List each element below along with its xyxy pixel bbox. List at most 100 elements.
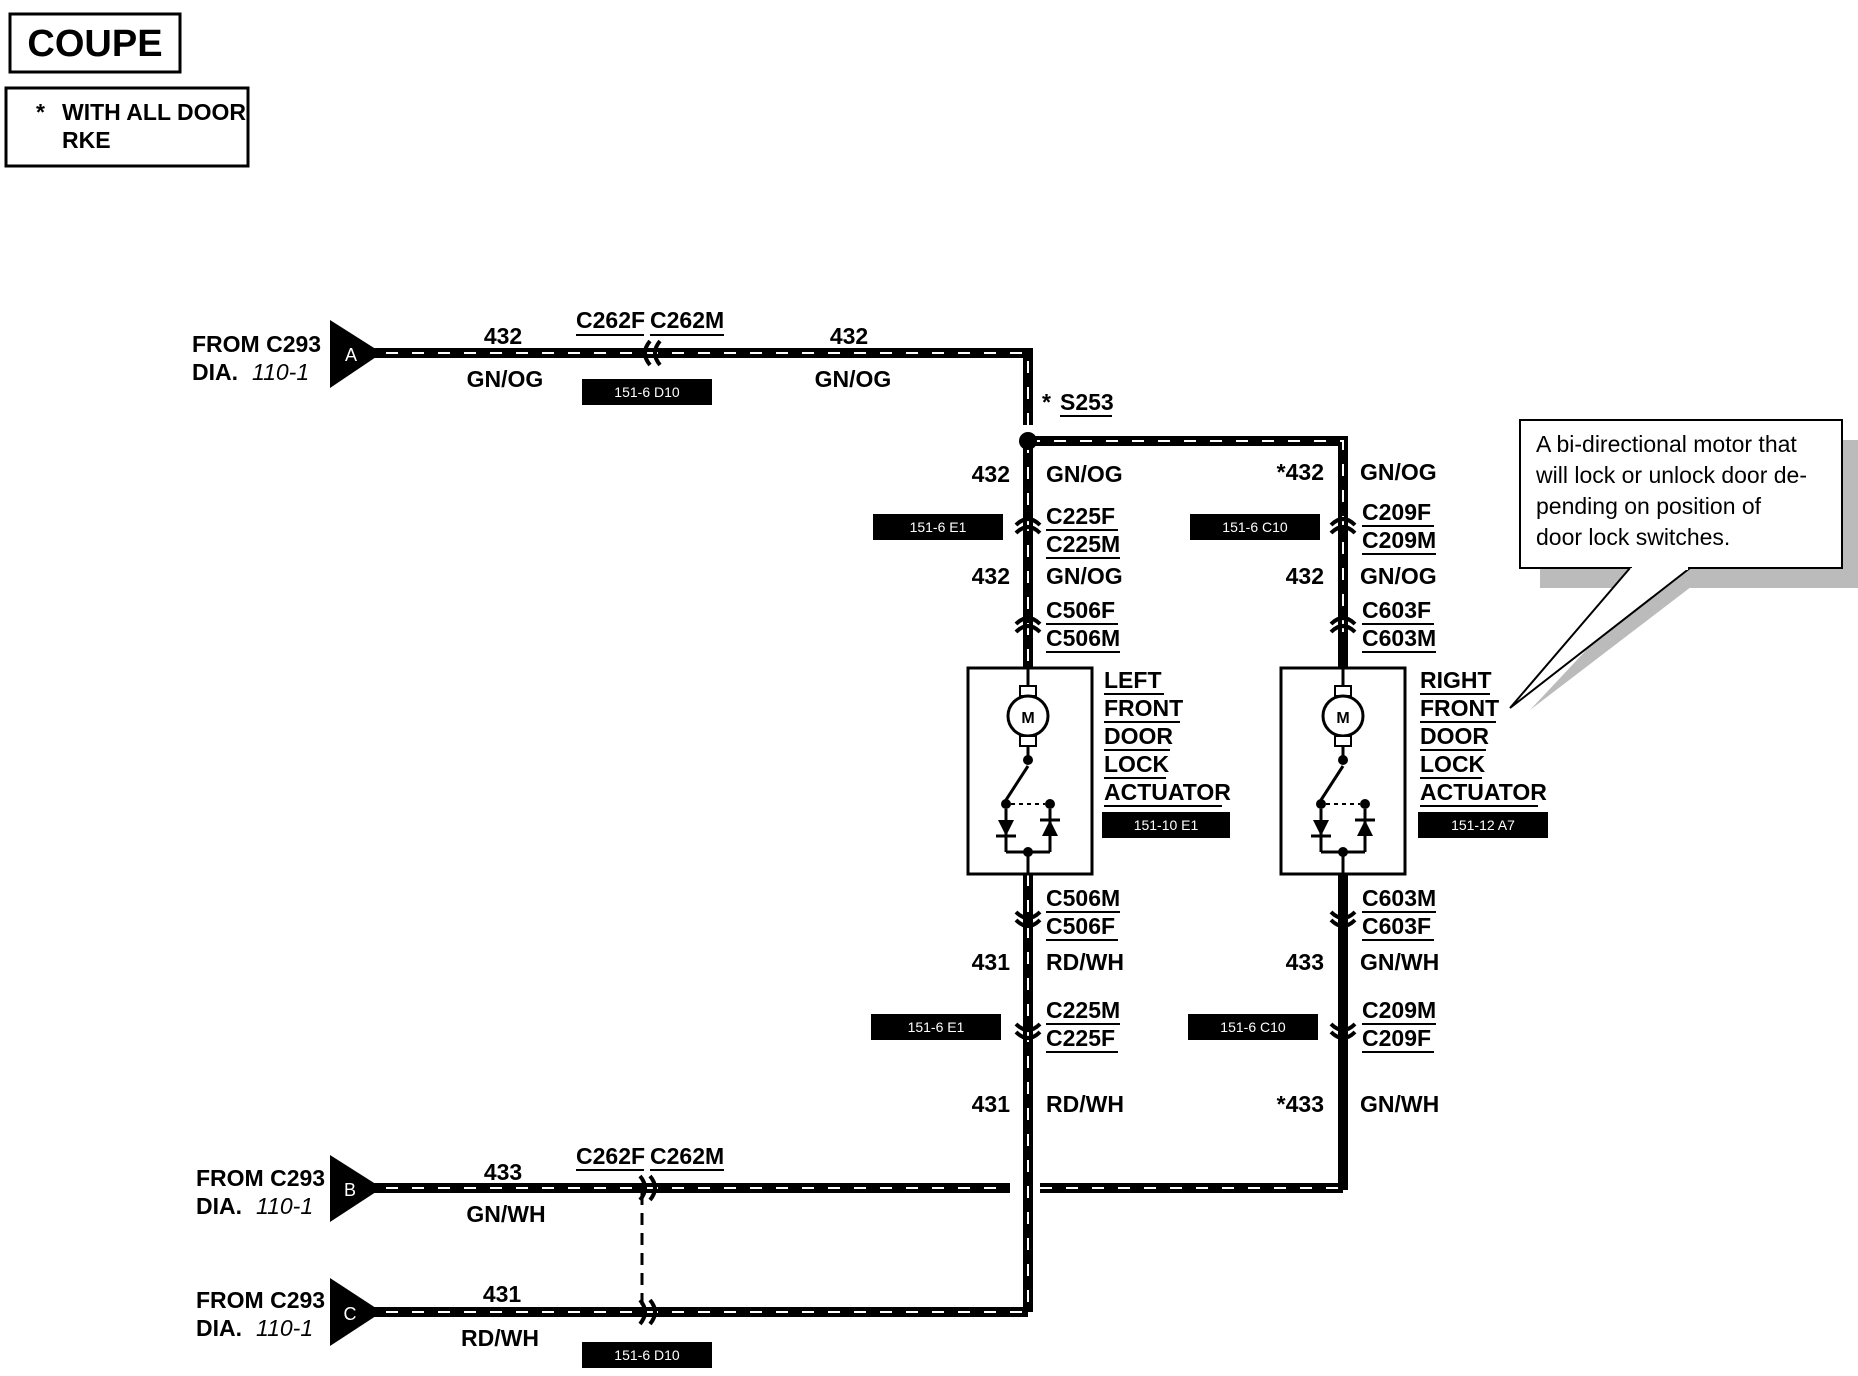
right-conn2-f: C603F bbox=[1362, 597, 1431, 623]
right-conn1-m: C209M bbox=[1362, 527, 1436, 553]
connector-b-letter: B bbox=[344, 1180, 356, 1200]
connector-a-dia: DIA. bbox=[192, 359, 238, 385]
right-conn1-f: C209F bbox=[1362, 499, 1431, 525]
right-conn3-m: C603M bbox=[1362, 885, 1436, 911]
wire-b-conn-f: C262F bbox=[576, 1143, 645, 1169]
left-w1: GN/OG bbox=[1046, 461, 1123, 487]
left-actuator-line3: DOOR bbox=[1104, 723, 1173, 749]
wire-c-circuit: 431 bbox=[483, 1281, 522, 1307]
right-actuator-line4: LOCK bbox=[1420, 751, 1486, 777]
connector-c-letter: C bbox=[344, 1304, 357, 1324]
connector-b: B FROM C293 DIA. 110-1 bbox=[196, 1155, 382, 1222]
legend-note-symbol: * bbox=[36, 99, 45, 125]
right-ref1: 151-6 C10 bbox=[1222, 519, 1288, 535]
right-lower: C603M C603F 433 GN/WH 151-6 C10 C209M C2… bbox=[1188, 885, 1439, 1117]
top-color-right: GN/OG bbox=[815, 366, 892, 392]
left-w2: GN/OG bbox=[1046, 563, 1123, 589]
left-actuator-line1: LEFT bbox=[1104, 667, 1162, 693]
splice-marker: * bbox=[1042, 389, 1051, 415]
right-w2: GN/OG bbox=[1360, 563, 1437, 589]
wire-b-color: GN/WH bbox=[466, 1201, 545, 1227]
left-conn3-f: C506F bbox=[1046, 913, 1115, 939]
connector-c-dia: DIA. bbox=[196, 1315, 242, 1341]
right-conn2-m: C603M bbox=[1362, 625, 1436, 651]
left-w4: RD/WH bbox=[1046, 1091, 1124, 1117]
legend-title: COUPE bbox=[27, 23, 162, 65]
left-conn2-m: C506M bbox=[1046, 625, 1120, 651]
connector-a-from: FROM C293 bbox=[192, 331, 321, 357]
left-motor-symbol: M bbox=[1021, 710, 1034, 727]
left-actuator-line5: ACTUATOR bbox=[1104, 779, 1231, 805]
right-w1: GN/OG bbox=[1360, 459, 1437, 485]
left-conn3-m: C506M bbox=[1046, 885, 1120, 911]
left-actuator: M bbox=[966, 666, 1094, 876]
wire-b-conn-m: C262M bbox=[650, 1143, 724, 1169]
left-c4: 431 bbox=[972, 1091, 1011, 1117]
left-c2: 432 bbox=[972, 563, 1010, 589]
left-actuator-line2: FRONT bbox=[1104, 695, 1183, 721]
right-c4: *433 bbox=[1277, 1091, 1324, 1117]
connector-b-dia-ref: 110-1 bbox=[256, 1193, 313, 1219]
left-conn2-f: C506F bbox=[1046, 597, 1115, 623]
connector-b-dia: DIA. bbox=[196, 1193, 242, 1219]
left-w3: RD/WH bbox=[1046, 949, 1124, 975]
splice-dot bbox=[1019, 432, 1037, 450]
right-actuator: M bbox=[1279, 666, 1407, 876]
connector-a-dia-ref: 110-1 bbox=[252, 359, 309, 385]
right-c3: 433 bbox=[1286, 949, 1324, 975]
wire-c-color: RD/WH bbox=[461, 1325, 539, 1351]
left-conn1-m: C225M bbox=[1046, 531, 1120, 557]
right-conn4-m: C209M bbox=[1362, 997, 1436, 1023]
connector-c-dia-ref: 110-1 bbox=[256, 1315, 313, 1341]
top-color-left: GN/OG bbox=[467, 366, 544, 392]
top-conn-f: C262F bbox=[576, 307, 645, 333]
left-conn4-m: C225M bbox=[1046, 997, 1120, 1023]
right-actuator-line5: ACTUATOR bbox=[1420, 779, 1547, 805]
right-actuator-ref: 151-12 A7 bbox=[1451, 817, 1515, 833]
callout-line3: pending on position of bbox=[1536, 493, 1762, 519]
left-c3: 431 bbox=[972, 949, 1011, 975]
wire-c-ref: 151-6 D10 bbox=[614, 1347, 680, 1363]
top-connector-symbol bbox=[643, 339, 662, 367]
top-circuit-right: 432 bbox=[830, 323, 868, 349]
left-c1: 432 bbox=[972, 461, 1010, 487]
connector-a: A FROM C293 DIA. 110-1 bbox=[192, 320, 382, 388]
right-c2: 432 bbox=[1286, 563, 1324, 589]
legend-note-line2: RKE bbox=[62, 127, 111, 153]
right-w3: GN/WH bbox=[1360, 949, 1439, 975]
right-actuator-line1: RIGHT bbox=[1420, 667, 1492, 693]
wire-c-connector-symbol bbox=[638, 1298, 657, 1326]
left-ref4: 151-6 E1 bbox=[908, 1019, 965, 1035]
callout: A bi-directional motor that will lock or… bbox=[1509, 419, 1858, 710]
right-motor-symbol: M bbox=[1336, 710, 1349, 727]
top-conn-m: C262M bbox=[650, 307, 724, 333]
right-conn3-f: C603F bbox=[1362, 913, 1431, 939]
connector-a-letter: A bbox=[345, 345, 357, 365]
left-branch: 432 GN/OG 151-6 E1 C225F C225M 432 GN/OG… bbox=[873, 461, 1123, 653]
left-lower: C506M C506F 431 RD/WH 151-6 E1 C225M C22… bbox=[871, 885, 1124, 1117]
wire-b-connector-symbol bbox=[638, 1174, 657, 1202]
right-ref4: 151-6 C10 bbox=[1220, 1019, 1286, 1035]
callout-line2: will lock or unlock door de- bbox=[1535, 462, 1807, 488]
connector-c: C FROM C293 DIA. 110-1 bbox=[196, 1278, 382, 1346]
left-conn4-f: C225F bbox=[1046, 1025, 1115, 1051]
connector-b-from: FROM C293 bbox=[196, 1165, 325, 1191]
left-actuator-ref: 151-10 E1 bbox=[1134, 817, 1199, 833]
top-ref: 151-6 D10 bbox=[614, 384, 680, 400]
wire-b-circuit: 433 bbox=[484, 1159, 522, 1185]
top-circuit-left: 432 bbox=[484, 323, 522, 349]
right-actuator-line2: FRONT bbox=[1420, 695, 1499, 721]
splice-label: S253 bbox=[1060, 389, 1114, 415]
right-actuator-line3: DOOR bbox=[1420, 723, 1489, 749]
callout-line1: A bi-directional motor that bbox=[1536, 431, 1797, 457]
right-conn4-f: C209F bbox=[1362, 1025, 1431, 1051]
left-conn1-f: C225F bbox=[1046, 503, 1115, 529]
callout-line4: door lock switches. bbox=[1536, 524, 1730, 550]
connector-c-from: FROM C293 bbox=[196, 1287, 325, 1313]
left-ref1: 151-6 E1 bbox=[910, 519, 967, 535]
right-branch: *432 GN/OG 151-6 C10 C209F C209M 432 GN/… bbox=[1190, 459, 1437, 668]
legend: COUPE * WITH ALL DOOR RKE bbox=[4, 12, 250, 168]
right-c1: *432 bbox=[1277, 459, 1324, 485]
legend-note-line1: WITH ALL DOOR bbox=[62, 99, 246, 125]
right-w4: GN/WH bbox=[1360, 1091, 1439, 1117]
